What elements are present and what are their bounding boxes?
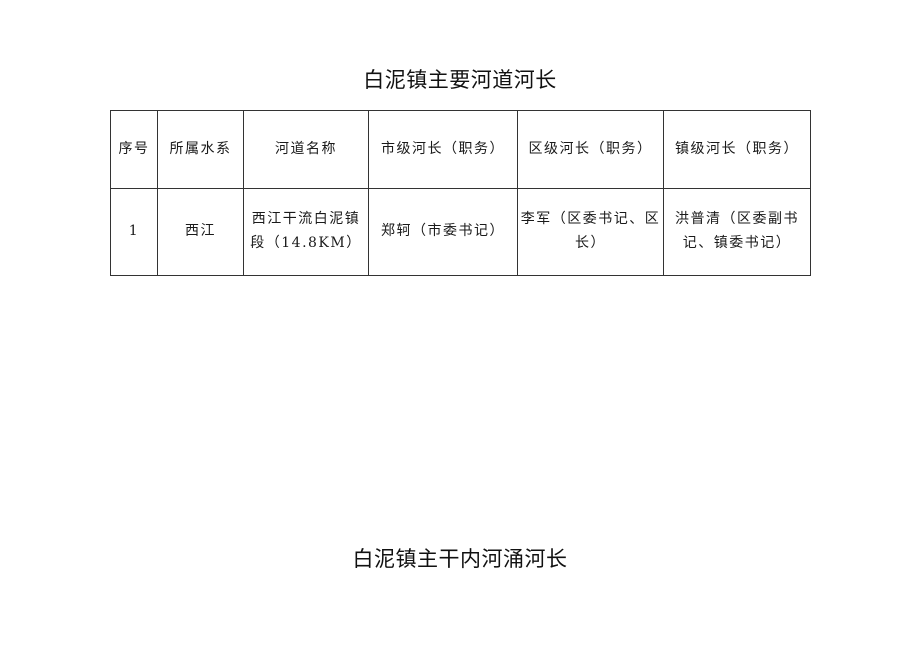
header-cell-district-chief: 区级河长（职务）: [517, 110, 664, 189]
cell-index: 1: [110, 188, 158, 276]
cell-river-name: 西江干流白泥镇段（14.8KM）: [243, 188, 369, 276]
section-title: 白泥镇主干内河涌河长: [352, 547, 568, 571]
table-row: 1 西江 西江干流白泥镇段（14.8KM） 郑轲（市委书记） 李军（区委书记、区…: [110, 188, 811, 276]
page-title: 白泥镇主要河道河长: [363, 68, 557, 92]
header-cell-city-chief: 市级河长（职务）: [368, 110, 518, 189]
river-chief-table: 序号 所属水系 河道名称 市级河长（职务） 区级河长（职务） 镇级河长（职务） …: [110, 110, 811, 276]
cell-water-system: 西江: [157, 188, 244, 276]
header-cell-index: 序号: [110, 110, 158, 189]
header-cell-town-chief: 镇级河长（职务）: [663, 110, 811, 189]
cell-city-chief: 郑轲（市委书记）: [368, 188, 518, 276]
header-cell-water-system: 所属水系: [157, 110, 244, 189]
cell-town-chief: 洪普清（区委副书记、镇委书记）: [663, 188, 811, 276]
cell-district-chief: 李军（区委书记、区长）: [517, 188, 664, 276]
table-header-row: 序号 所属水系 河道名称 市级河长（职务） 区级河长（职务） 镇级河长（职务）: [110, 110, 811, 189]
header-cell-river-name: 河道名称: [243, 110, 369, 189]
